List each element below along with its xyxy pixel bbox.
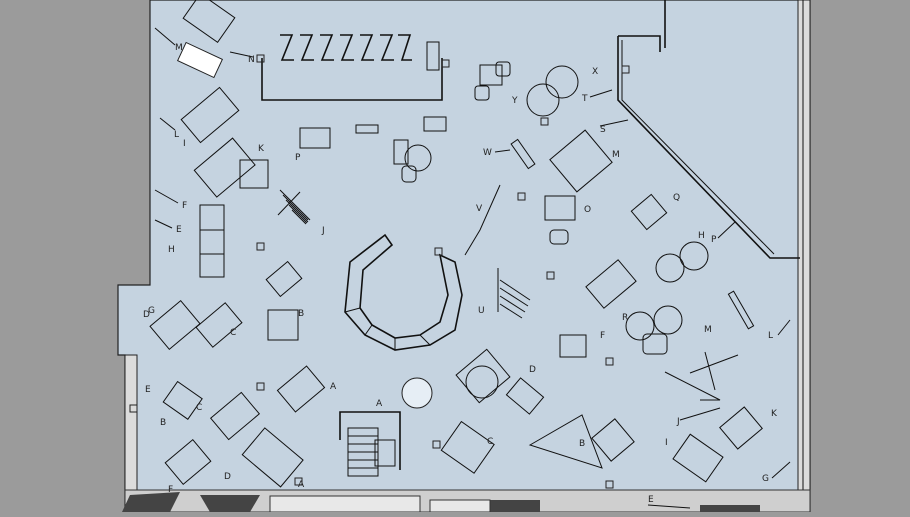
display-c-left [195, 302, 243, 348]
display-a-bottom [241, 427, 304, 488]
floor-area [117, 0, 811, 513]
display-c-mid [209, 391, 261, 441]
display-k-right [719, 406, 763, 450]
label-x: X [592, 67, 598, 77]
diagonal-wall [618, 35, 661, 52]
label-m-top: M [175, 43, 183, 53]
label-n: N [248, 55, 255, 65]
label-s: S [600, 125, 606, 135]
label-e-left: E [176, 225, 182, 235]
label-d-center: D [529, 365, 536, 375]
label-f-bottom: F [168, 485, 173, 495]
display-b-right [528, 414, 603, 469]
display-f-right [559, 334, 587, 358]
label-v: V [476, 204, 483, 214]
display-e-lower [162, 380, 203, 420]
display-c-lower [440, 420, 495, 474]
left-wall-lower [124, 354, 138, 496]
label-r: R [622, 313, 628, 323]
label-k-right: K [771, 409, 778, 419]
label-g-right: G [762, 474, 769, 484]
display-o [544, 195, 576, 221]
label-k-left: K [258, 144, 265, 154]
display-a-mid [276, 365, 326, 413]
shelf-h-left [199, 204, 225, 278]
column-markers [129, 54, 630, 489]
display-d-center [465, 365, 499, 399]
label-d-left: D [143, 310, 150, 320]
label-i-left: I [183, 139, 186, 149]
label-b-lower: B [160, 418, 166, 428]
label-b-left: B [298, 309, 304, 319]
label-u: U [478, 306, 485, 316]
label-f-left: F [182, 201, 187, 211]
label-a-mid: A [330, 382, 337, 392]
display-r [585, 259, 637, 309]
display-k-left [193, 137, 256, 198]
label-c-mid: C [196, 403, 202, 413]
display-w [510, 138, 536, 170]
label-l-left: L [174, 130, 179, 140]
display-u [497, 268, 531, 319]
label-c-lower: C [487, 437, 493, 447]
label-a-bottom: A [298, 480, 305, 490]
display-v [464, 184, 501, 256]
display-m-right [549, 129, 613, 193]
top-rack [261, 34, 443, 101]
label-d-lower: D [224, 472, 231, 482]
display-l-right [727, 290, 755, 330]
glass-panel [176, 41, 224, 79]
display-q [630, 193, 668, 231]
label-l-right: L [768, 331, 773, 341]
display-d-lower [164, 439, 212, 485]
label-i-right: I [665, 438, 668, 448]
right-wall [797, 0, 811, 513]
label-j-left: J [321, 226, 325, 236]
display-g-left [149, 299, 201, 351]
label-o: O [584, 205, 591, 215]
label-c-left: C [230, 328, 236, 338]
label-m-lower: M [704, 325, 712, 335]
label-j-right: J [676, 417, 680, 427]
label-b-right: B [579, 439, 585, 449]
label-a-center: A [376, 399, 383, 409]
display-i-right [672, 433, 724, 483]
label-f-right: F [600, 331, 605, 341]
display-j-right [664, 371, 721, 401]
label-p-right: P [711, 235, 717, 245]
display-m-top [182, 0, 236, 44]
label-e-right: E [648, 495, 654, 505]
label-h-left: H [168, 245, 175, 255]
display-l-left [180, 86, 240, 144]
label-g-left: G [148, 306, 155, 316]
label-p-left: P [295, 153, 301, 163]
label-y: Y [511, 96, 518, 106]
round-table [401, 377, 433, 409]
fitting-room-a [339, 411, 401, 477]
label-e-lower: E [145, 385, 151, 395]
label-h-right: H [698, 231, 705, 241]
label-m-right: M [612, 150, 620, 160]
label-t: T [581, 94, 588, 104]
display-j-left [277, 189, 311, 225]
label-q: Q [673, 193, 680, 203]
label-w: W [483, 148, 492, 158]
